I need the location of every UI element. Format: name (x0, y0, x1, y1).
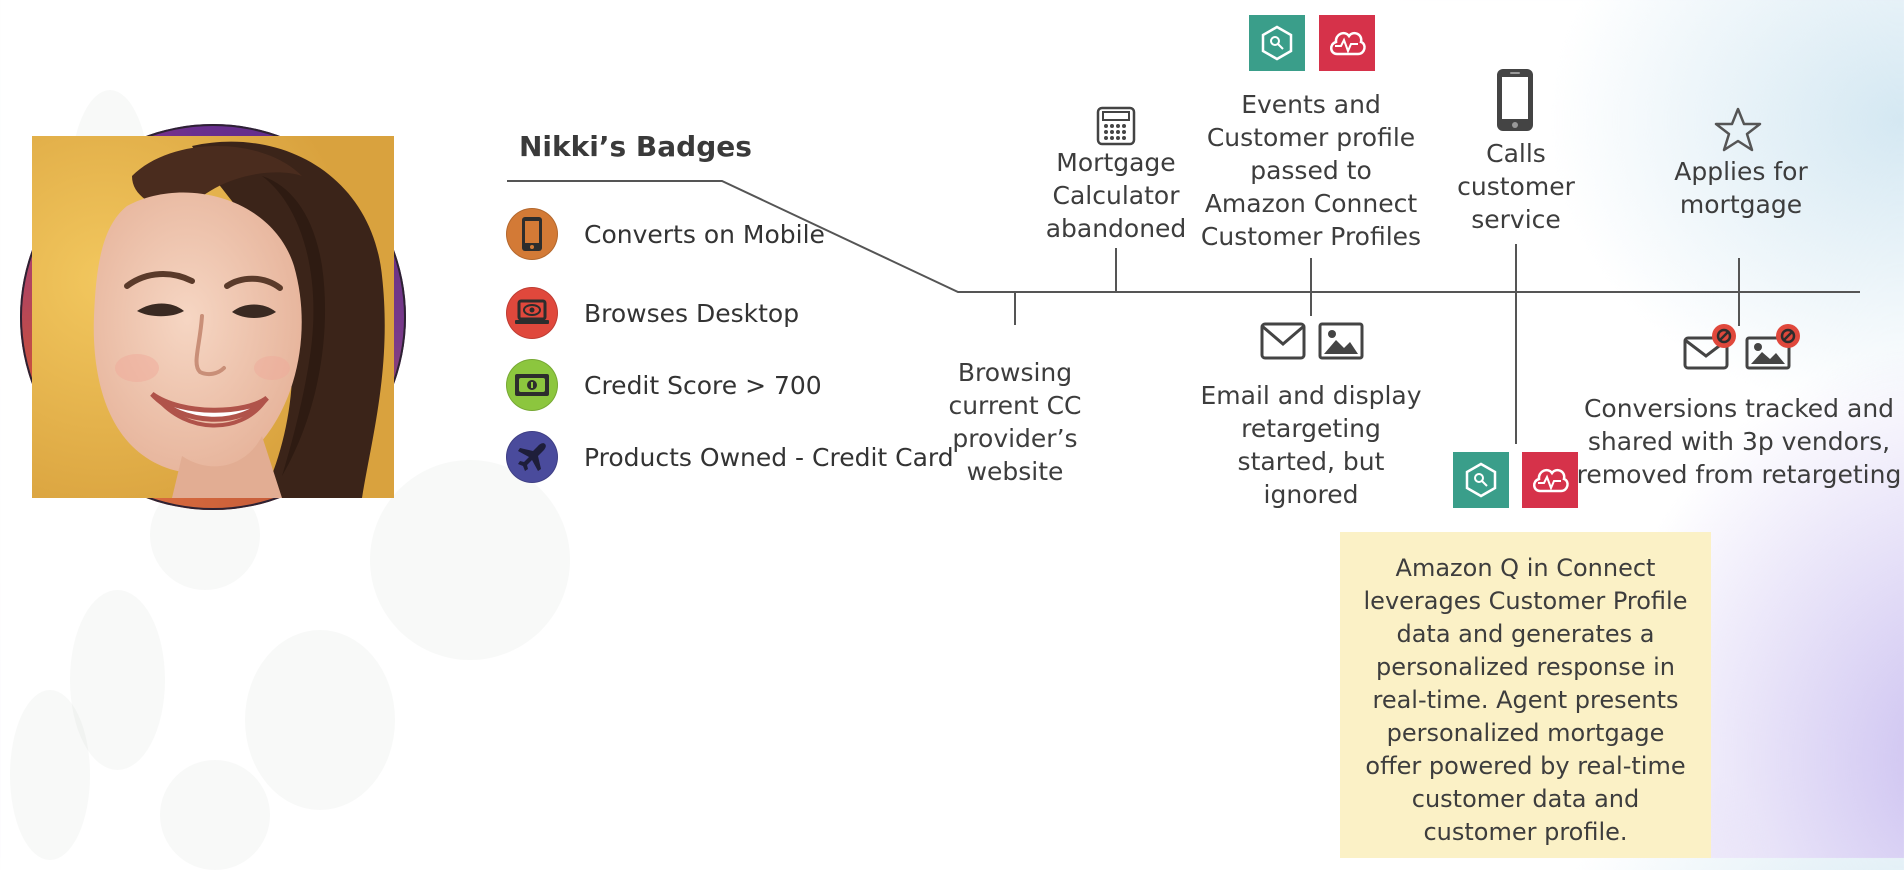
display-image-icon (1318, 322, 1364, 360)
display-blocked-icon (1745, 324, 1800, 370)
hexagon-search-icon (1465, 462, 1497, 498)
background-blob (10, 690, 90, 860)
background-blob (70, 590, 165, 770)
smartphone-icon (1497, 69, 1533, 131)
label-applies-mortgage: Applies for mortgage (1674, 157, 1808, 219)
label-conversions-tracked: Conversions tracked and shared with 3p v… (1576, 394, 1902, 489)
hexagon-search-icon (1261, 25, 1293, 61)
background-blob (245, 630, 395, 810)
events-tile (1522, 452, 1578, 508)
badge-circle (506, 431, 558, 483)
badge-converts-on-mobile: Converts on Mobile (506, 208, 825, 260)
email-blocked-icon (1683, 324, 1736, 370)
label-calls-service: Calls customer service (1457, 139, 1575, 234)
email-icon (1260, 322, 1306, 360)
badge-products-owned: Products Owned - Credit Card (506, 431, 954, 483)
background-blob (160, 760, 270, 870)
badge-label: Converts on Mobile (584, 219, 825, 249)
badge-circle (506, 287, 558, 339)
customer-profiles-tile (1249, 15, 1305, 71)
badge-circle (506, 359, 558, 411)
face-illustration (32, 136, 394, 498)
events-tile (1319, 15, 1375, 71)
label-events-passed: Events and Customer profile passed to Am… (1200, 90, 1422, 251)
timeline-axis (507, 180, 1860, 293)
money-bill-icon (515, 374, 549, 396)
badges-title: Nikki’s Badges (519, 130, 752, 163)
badge-browses-desktop: Browses Desktop (506, 287, 799, 339)
cloud-pulse-icon (1330, 31, 1366, 56)
calculator-icon (1096, 106, 1136, 146)
label-email-retargeting: Email and display retargeting started, b… (1200, 381, 1422, 509)
badge-label: Credit Score > 700 (584, 370, 822, 400)
timeline-lines (507, 180, 1860, 444)
badge-credit-score: Credit Score > 700 (506, 359, 822, 411)
airplane-icon (518, 443, 546, 471)
label-browsing-website: Browsing current CC provider’s website (948, 358, 1082, 486)
avatar-photo (32, 136, 394, 498)
badge-circle (506, 208, 558, 260)
laptop-eye-icon (515, 299, 549, 324)
background-blob (370, 460, 570, 660)
amazon-q-callout: Amazon Q in Connect leverages Customer P… (1340, 532, 1711, 858)
badge-label: Products Owned - Credit Card (584, 442, 954, 472)
label-mortgage-calculator: Mortgage Calculator abandoned (1045, 148, 1187, 243)
customer-avatar (20, 124, 406, 510)
customer-profiles-tile (1453, 452, 1509, 508)
star-icon (1714, 107, 1762, 152)
cloud-pulse-icon (1533, 468, 1569, 493)
mobile-phone-icon (522, 217, 542, 251)
badge-label: Browses Desktop (584, 298, 800, 328)
